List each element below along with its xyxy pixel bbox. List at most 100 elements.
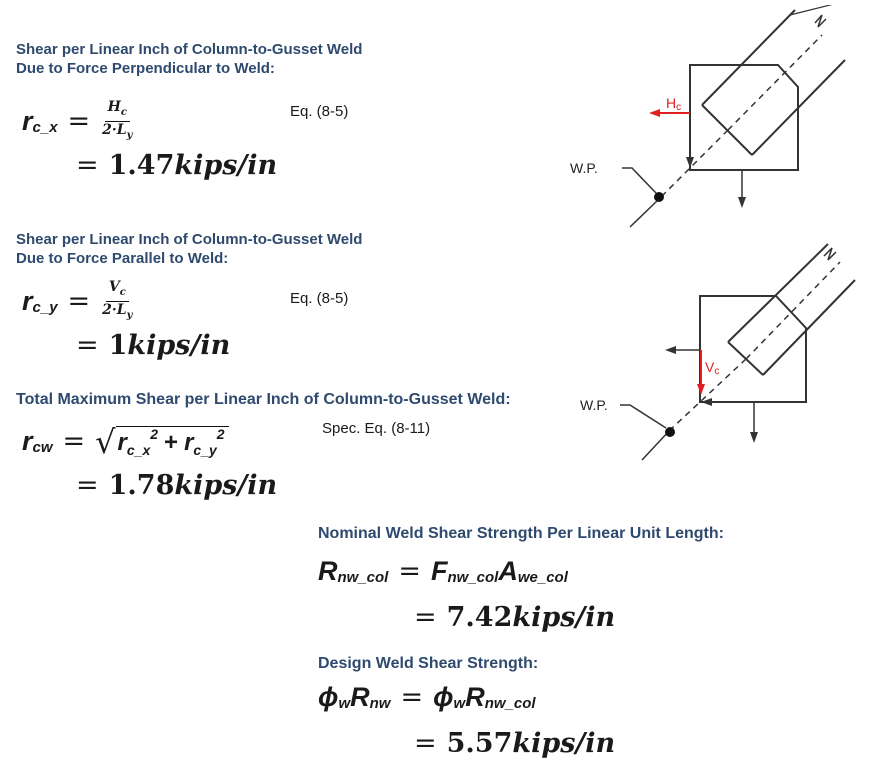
- numerator-symbol: H: [107, 99, 121, 115]
- result-number: 1.78: [108, 470, 175, 501]
- rhs-phi-subscript: w: [453, 695, 466, 712]
- brace-edge-left: [727, 243, 829, 343]
- fraction-denominator: 2·Ly: [102, 302, 132, 323]
- result-rcy: = 1kips/in: [76, 330, 230, 361]
- equals-sign: =: [76, 330, 99, 361]
- vertical-force-arrowhead: [686, 157, 694, 168]
- equals-sign: =: [76, 150, 99, 181]
- wp-leader: [622, 167, 657, 194]
- result-value: 1.78kips/in: [109, 470, 278, 501]
- work-line-ext: [641, 429, 671, 461]
- lhs-r-subscript: nw: [369, 695, 391, 712]
- denominator-symbol: 2·L: [102, 301, 127, 318]
- result-unit: kips/in: [174, 150, 278, 181]
- bottom-horizontal-arrowhead: [701, 398, 712, 406]
- heading-parallel-line1: Shear per Linear Inch of Column-to-Gusse…: [16, 231, 363, 248]
- fraction-numerator: Hc: [104, 99, 130, 122]
- plus-sign: +: [164, 428, 179, 456]
- brace-break-mark: [814, 14, 827, 28]
- fraction-numerator: Vc: [105, 279, 129, 302]
- denominator-symbol: 2·L: [102, 121, 127, 138]
- brace-centerline: [727, 34, 823, 131]
- work-line: [657, 129, 729, 201]
- equation-rcx: r c_x = Hc 2·Ly: [22, 100, 132, 143]
- wp-label: W.P.: [570, 160, 598, 176]
- brace-edge-right: [762, 279, 856, 376]
- lhs-symbol: r: [22, 425, 33, 456]
- eq-ref-8-11: Spec. Eq. (8-11): [322, 420, 431, 437]
- equals-sign: =: [414, 602, 437, 633]
- heading-total: Total Maximum Shear per Linear Inch of C…: [16, 391, 511, 408]
- result-unit: kips/in: [174, 470, 278, 501]
- rhs-phi-symbol: ϕ: [433, 682, 454, 712]
- result-value: 1kips/in: [109, 330, 231, 361]
- fraction-vc-over-2ly: Vc 2·Ly: [102, 280, 132, 323]
- equation-phi-rnw: ϕ w R nw = ϕ w R nw_col: [318, 682, 536, 713]
- diagram-bottom-svg: W.P. Vc: [580, 243, 856, 461]
- eq-ref-8-5-a: Eq. (8-5): [290, 103, 349, 120]
- term2-superscript: 2: [216, 425, 225, 442]
- diagram-top-svg: W.P. Hc: [570, 5, 846, 228]
- hc-label: Hc: [666, 95, 681, 113]
- diagram-top-hc: W.P. Hc: [560, 5, 865, 235]
- result-rcx: = 1.47kips/in: [76, 150, 277, 181]
- vc-label-main: V: [705, 359, 715, 375]
- result-unit: kips/in: [512, 602, 616, 633]
- lhs-subscript: c_x: [32, 118, 58, 136]
- gusset-plate-outline: [699, 295, 807, 403]
- eq-ref-8-5-b: Eq. (8-5): [290, 290, 349, 307]
- term2-subscript: c_y: [193, 441, 217, 458]
- result-value: 7.42kips/in: [447, 602, 616, 633]
- denominator-subscript: y: [126, 309, 133, 321]
- result-value: 5.57kips/in: [447, 728, 616, 759]
- equation-rcy: r c_y = Vc 2·Ly: [22, 280, 132, 323]
- result-rcw: = 1.78kips/in: [76, 470, 277, 501]
- rhs-f-subscript: nw_col: [447, 569, 499, 586]
- bottom-force-arrowhead: [738, 197, 746, 208]
- numerator-subscript: c: [119, 286, 126, 298]
- left-force-arrowhead: [665, 346, 676, 354]
- rhs-a-symbol: A: [498, 556, 518, 586]
- vc-label-sub: c: [714, 366, 719, 377]
- work-line-ext: [629, 199, 659, 228]
- result-number: 1.47: [108, 150, 175, 181]
- rhs-r-subscript: nw_col: [484, 695, 536, 712]
- term1-superscript: 2: [150, 425, 159, 442]
- hc-force-arrowhead: [649, 109, 660, 117]
- rhs-f-symbol: F: [430, 556, 448, 586]
- lhs-subscript: c_y: [32, 298, 58, 316]
- numerator-symbol: V: [108, 279, 120, 295]
- equals-sign: =: [62, 425, 86, 457]
- wp-label: W.P.: [580, 397, 608, 413]
- result-number: 5.57: [446, 728, 513, 759]
- numerator-subscript: c: [120, 106, 127, 118]
- heading-nominal: Nominal Weld Shear Strength Per Linear U…: [318, 525, 724, 542]
- wp-leader: [620, 404, 667, 429]
- term2-symbol: r: [184, 428, 194, 456]
- work-point-dot: [654, 192, 664, 202]
- result-number: 7.42: [446, 602, 513, 633]
- result-rnw-col: = 7.42kips/in: [414, 602, 615, 633]
- equals-sign: =: [398, 556, 421, 587]
- lhs-subscript: nw_col: [337, 569, 389, 586]
- heading-parallel-line2: Due to Force Parallel to Weld:: [16, 250, 229, 267]
- equals-sign: =: [67, 105, 91, 137]
- hc-label-sub: c: [676, 102, 681, 113]
- brace-centerline: [745, 261, 841, 360]
- radical-sign: √: [95, 423, 116, 461]
- brace-edge-right: [751, 59, 846, 156]
- brace-edge-left: [701, 9, 796, 106]
- fraction-denominator: 2·Ly: [102, 122, 132, 143]
- hc-label-main: H: [666, 95, 676, 111]
- diagram-bottom-vc: W.P. Vc: [570, 232, 865, 472]
- denominator-subscript: y: [126, 129, 133, 141]
- heading-perpendicular-line1: Shear per Linear Inch of Column-to-Gusse…: [16, 41, 363, 58]
- vc-force-arrowhead: [697, 384, 705, 395]
- brace-top-line: [789, 5, 833, 16]
- result-phi-rnw: = 5.57kips/in: [414, 728, 615, 759]
- term1-subscript: c_x: [126, 441, 151, 458]
- bottom-force-arrowhead: [750, 432, 758, 443]
- heading-parallel: Shear per Linear Inch of Column-to-Gusse…: [16, 230, 362, 268]
